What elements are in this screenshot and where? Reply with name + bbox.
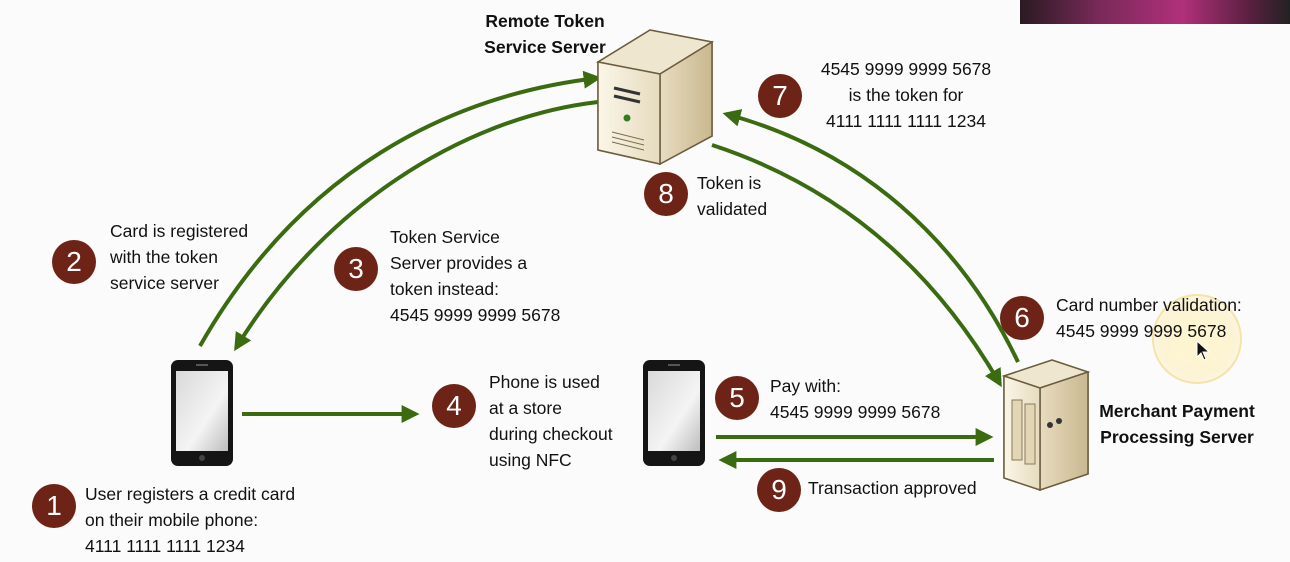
step-9-text: Transaction approved <box>808 478 977 498</box>
step-3-badge: 3 <box>334 247 378 291</box>
step-6-badge: 6 <box>1000 296 1044 340</box>
step-2-text: Card is registered with the token servic… <box>110 221 249 293</box>
step-4-text: Phone is used at a store during checkout… <box>489 372 613 470</box>
arrow-register-to-server <box>198 70 602 347</box>
step-5-text: Pay with: 4545 9999 9999 5678 <box>770 376 941 422</box>
step-4-badge: 4 <box>432 384 476 428</box>
step-2-badge: 2 <box>52 240 96 284</box>
step-3-text: Token Service Server provides a token in… <box>390 227 561 325</box>
flow-arrows <box>198 70 1020 469</box>
video-inset <box>1020 0 1290 24</box>
step-7-text: 4545 9999 9999 5678 is the token for 411… <box>820 59 992 131</box>
step-8-text: Token is validated <box>697 173 768 219</box>
arrow-validate-to-server <box>722 109 1020 363</box>
mouse-cursor-icon <box>1196 340 1211 361</box>
phone-icon-store <box>643 360 705 466</box>
step-1-text: User registers a credit card on their mo… <box>85 484 296 556</box>
label-remote-token-server: Remote Token Service Server <box>484 11 606 57</box>
cursor-highlight <box>1152 294 1242 384</box>
arrow-token-to-phone <box>234 100 599 352</box>
step-1-badge: 1 <box>32 484 76 528</box>
step-6-text: Card number validation: 4545 9999 9999 5… <box>1056 295 1242 341</box>
step-8-badge: 8 <box>644 172 688 216</box>
step-7-badge: 7 <box>758 74 802 118</box>
phone-icon-user <box>171 360 233 466</box>
label-merchant-server: Merchant Payment Processing Server <box>1099 401 1255 447</box>
arrow-validated-to-merchant <box>711 143 1002 388</box>
step-9-badge: 9 <box>757 468 801 512</box>
server-icon-merchant <box>1001 359 1091 492</box>
step-5-badge: 5 <box>715 376 759 420</box>
server-icon-remote-token <box>595 29 715 166</box>
